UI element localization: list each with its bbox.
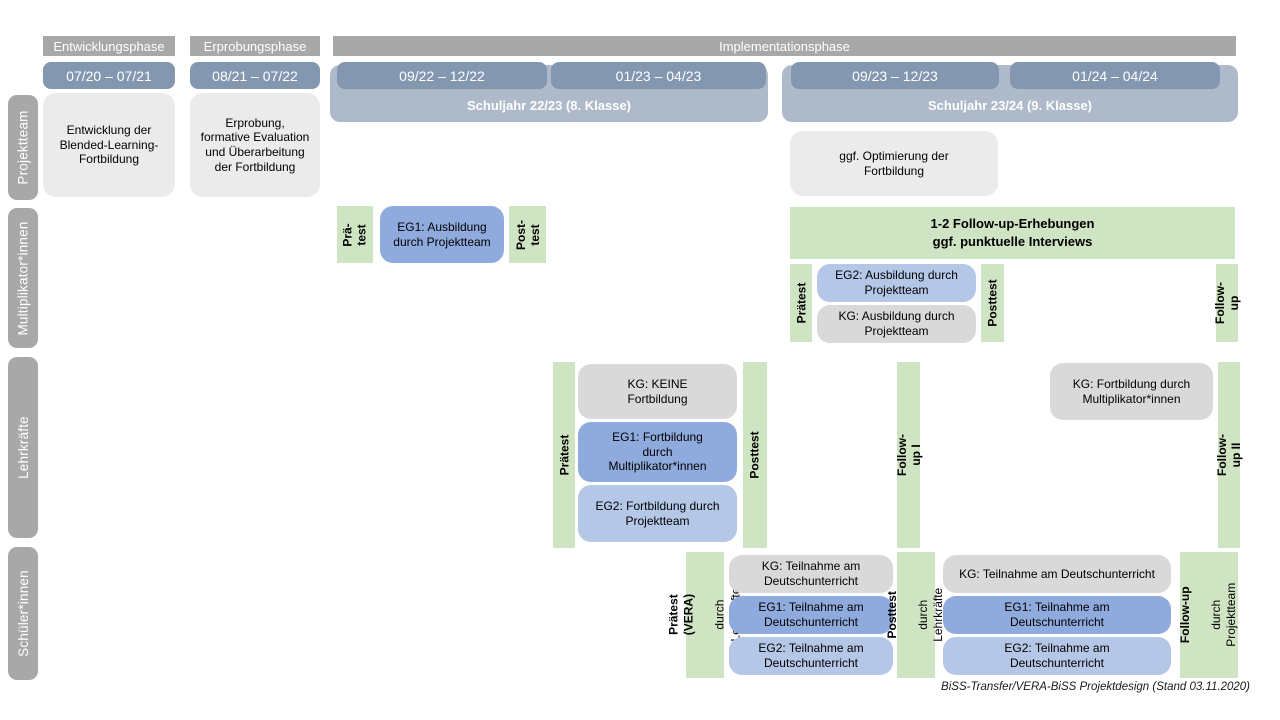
row-label-multiplikatoren: Multiplikator*innen [8,208,38,348]
vbar-followup-schueler: Follow-up durch Projektteam [1178,552,1239,678]
vbar-posttest-text: Posttest [985,279,1000,327]
vbar-followup2-lehrkraefte: Follow-up II [1215,362,1243,548]
phase-implementationsphase: Implementationsphase [333,36,1236,56]
phase-entwicklungsphase: Entwicklungsphase [43,36,175,56]
banner-followup-erhebungen: 1-2 Follow-up-Erhebungen ggf. punktuelle… [790,207,1235,259]
vbar-posttest-multiplikatoren: Posttest [981,264,1004,342]
vbar-praetest-multiplikatoren-ausbildung: Prä- test [337,206,373,263]
vbar-followup-text: Follow-up [1213,282,1241,324]
vbar-praetest-text: Prätest [794,282,808,324]
box-optimierung-fortbildung: ggf. Optimierung der Fortbildung [790,131,998,196]
footer-caption: BiSS-Transfer/VERA-BiSS Projektdesign (S… [941,681,1250,693]
period-0123-0423: 01/23 – 04/23 [551,62,766,89]
phase-erprobungsphase: Erprobungsphase [190,36,320,56]
row-label-schueler-text: Schüler*innen [15,570,31,657]
row-label-lehrkraefte-text: Lehrkräfte [15,416,31,479]
vbar-praetest-vera-schueler: Prätest (VERA) durch Lehrkräfte [666,552,742,678]
vbar-followup2-text: Follow-up II [1215,434,1243,476]
vbar-followup-schueler-title: Follow-up [1177,586,1192,644]
vbar-praetest-short-text: Prä- test [341,222,369,247]
vbar-followup1-lehrkraefte: Follow-up I [894,362,923,548]
box-kg-fortbildung-multiplikatoren: KG: Fortbildung durch Multiplikator*inne… [1050,363,1213,420]
vbar-posttest-multiplikatoren-ausbildung: Post- test [509,206,546,263]
box-kg-ausbildung-projektteam: KG: Ausbildung durch Projektteam [817,305,976,343]
vbar-praetest-vera-title: Prätest (VERA) [666,594,696,636]
banner-followup-erhebungen-text: 1-2 Follow-up-Erhebungen ggf. punktuelle… [930,216,1095,249]
row-label-lehrkraefte: Lehrkräfte [8,357,38,538]
vbar-posttest-schueler-title: Posttest [884,591,899,639]
box-eg1-ausbildung-projektteam: EG1: Ausbildung durch Projektteam [380,206,504,263]
box-eg2-ausbildung-projektteam: EG2: Ausbildung durch Projektteam [817,264,976,302]
vbar-praetest-lehrkraefte: Prätest [553,362,575,548]
box-eg1-fortbildung-multiplikatoren: EG1: Fortbildung durch Multiplikator*inn… [578,422,737,482]
period-0923-1223: 09/23 – 12/23 [791,62,999,89]
box-eg2-teilnahme-deutschunterricht-2: EG2: Teilnahme am Deutschunterricht [943,637,1171,675]
vbar-posttest-lehrkraefte-text: Posttest [748,431,762,479]
vbar-followup-schueler-sub: durch Projektteam [1209,582,1239,648]
box-eg1-teilnahme-deutschunterricht-2: EG1: Teilnahme am Deutschunterricht [943,596,1171,634]
vbar-followup-schueler-stack: Follow-up durch Projektteam [1162,583,1256,647]
row-label-projektteam: Projektteam [8,95,38,200]
row-label-schueler: Schüler*innen [8,547,38,680]
vbar-posttest-schueler: Posttest durch Lehrkräfte [885,552,946,678]
vbar-posttest-short-text: Post- test [513,219,542,250]
box-eg2-teilnahme-deutschunterricht-1: EG2: Teilnahme am Deutschunterricht [729,637,893,675]
box-kg-teilnahme-deutschunterricht-1: KG: Teilnahme am Deutschunterricht [729,555,893,593]
row-label-projektteam-text: Projektteam [15,110,31,185]
vbar-praetest-lehrkraefte-text: Prätest [557,434,571,476]
vbar-followup1-text: Follow-up I [894,434,923,476]
vbar-posttest-lehrkraefte: Posttest [743,362,767,548]
row-label-multiplikatoren-text: Multiplikator*innen [15,220,31,336]
box-eg2-fortbildung-projektteam: EG2: Fortbildung durch Projektteam [578,485,737,542]
box-erprobung-evaluation: Erprobung, formative Evaluation und Über… [190,93,320,197]
box-kg-teilnahme-deutschunterricht-2: KG: Teilnahme am Deutschunterricht [943,555,1171,593]
period-0821-0722: 08/21 – 07/22 [190,62,320,89]
vbar-followup-multiplikatoren: Follow-up [1213,264,1241,342]
vbar-praetest-multiplikatoren: Prätest [790,264,812,342]
period-0124-0424: 01/24 – 04/24 [1010,62,1220,89]
period-0720-0721: 07/20 – 07/21 [43,62,175,89]
box-entwicklung-fortbildung: Entwicklung der Blended-Learning-Fortbil… [43,93,175,197]
box-eg1-teilnahme-deutschunterricht-1: EG1: Teilnahme am Deutschunterricht [729,596,893,634]
box-kg-keine-fortbildung: KG: KEINE Fortbildung [578,364,737,419]
period-0922-1222: 09/22 – 12/22 [337,62,547,89]
